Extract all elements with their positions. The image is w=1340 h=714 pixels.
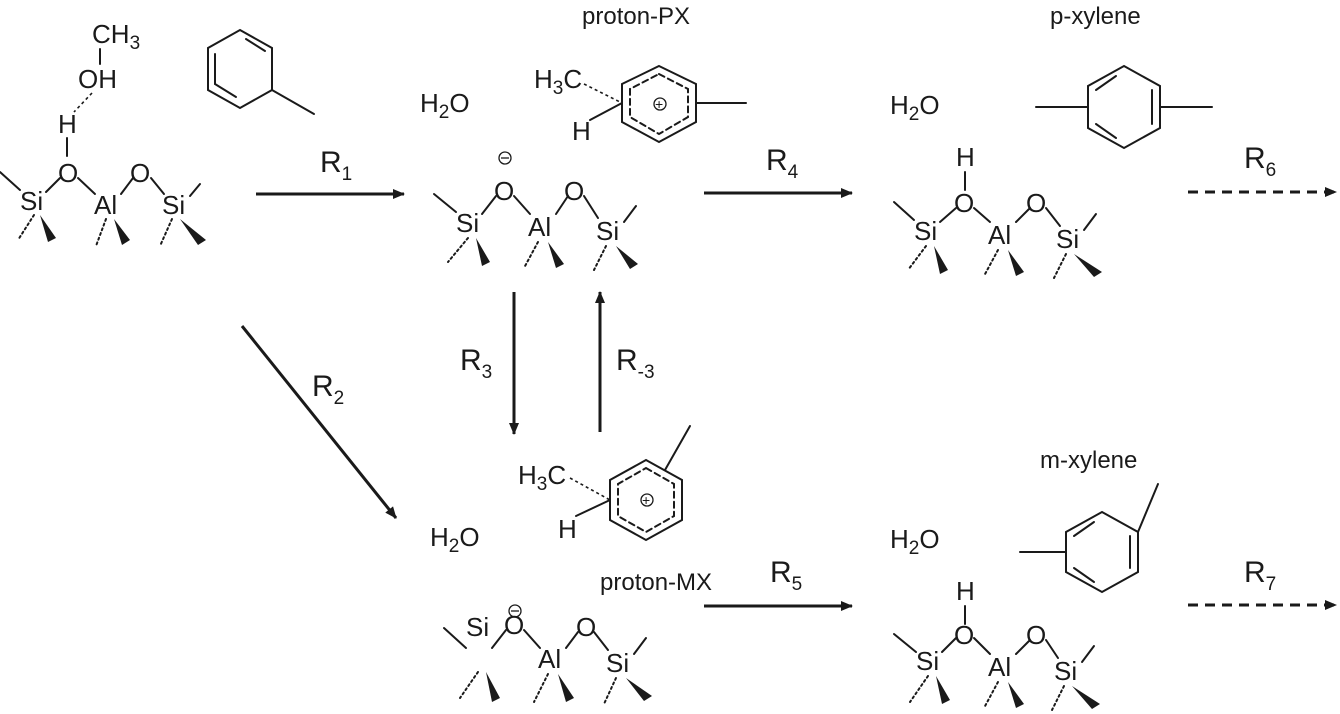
proton-mx-state: proton-MX H2O H3C H + Si O Al O Si	[430, 425, 712, 705]
zeolite-framework-5: H Si O Al O Si	[893, 576, 1100, 711]
proton-px-state: proton-PX H2O H3C H + Si O Al O Si	[420, 3, 747, 271]
framework-o: O	[564, 176, 584, 206]
framework-si: Si	[914, 216, 937, 246]
methanol-carbon: CH3	[92, 19, 140, 54]
framework-o: O	[954, 620, 974, 650]
framework-al: Al	[988, 652, 1011, 682]
framework-si: Si	[1054, 656, 1077, 686]
hydrogen-bond	[73, 92, 93, 113]
reaction-label-r5: R5	[770, 556, 802, 595]
reaction-label-r3: R3	[460, 344, 492, 383]
water-molecule: H2O	[890, 90, 940, 125]
framework-o: O	[130, 158, 150, 188]
framework-hydrogen: H	[956, 142, 975, 172]
framework-o: O	[504, 610, 524, 640]
proton-mx-hydrogen: H	[558, 514, 577, 544]
proton-px-methyl: H3C	[534, 64, 582, 99]
framework-al: Al	[94, 190, 117, 220]
framework-o: O	[1026, 620, 1046, 650]
framework-al: Al	[528, 212, 551, 242]
arrow-r2	[240, 325, 398, 519]
proton-mx-name: proton-MX	[600, 569, 712, 596]
reaction-arrows	[240, 187, 1337, 611]
reaction-label-r-3: R-3	[616, 344, 655, 383]
methanol-oxygen: OH	[78, 64, 117, 94]
initial-state: CH3 OH H Si O Al O Si	[0, 19, 315, 247]
framework-hydrogen: H	[58, 109, 77, 139]
protonated-ring-px: +	[583, 64, 747, 144]
p-xylene-name: p-xylene	[1050, 3, 1141, 30]
reaction-label-r6: R6	[1244, 142, 1276, 181]
framework-si: Si	[162, 190, 185, 220]
framework-si: Si	[596, 216, 619, 246]
zeolite-framework-2: Si O Al O Si	[433, 151, 638, 271]
framework-o: O	[494, 176, 514, 206]
framework-o: O	[954, 188, 974, 218]
framework-si: Si	[466, 612, 489, 642]
water-molecule: H2O	[430, 522, 480, 557]
water-molecule: H2O	[890, 524, 940, 559]
reaction-label-r7: R7	[1244, 556, 1276, 595]
m-xylene-name: m-xylene	[1040, 447, 1137, 474]
framework-si: Si	[456, 208, 479, 238]
water-molecule: H2O	[420, 88, 470, 123]
framework-al: Al	[538, 644, 561, 674]
proton-px-name: proton-PX	[582, 3, 690, 30]
reaction-label-r1: R1	[320, 146, 352, 185]
framework-al: Al	[988, 220, 1011, 250]
positive-charge-icon: +	[655, 96, 663, 112]
zeolite-framework-4: Si O Al O Si	[443, 604, 652, 705]
reaction-label-r4: R4	[766, 144, 799, 183]
m-xylene-state: m-xylene H2O H Si O Al O Si	[890, 447, 1159, 711]
proton-px-hydrogen: H	[572, 116, 591, 146]
reaction-label-r2: R2	[312, 370, 344, 409]
zeolite-framework-1: H Si O Al O Si	[0, 109, 206, 247]
p-xylene-state: p-xylene H2O H Si O Al O Si	[890, 3, 1213, 279]
framework-o: O	[576, 612, 596, 642]
zeolite-framework-3: H Si O Al O Si	[893, 142, 1102, 279]
protonated-ring-mx: +	[569, 425, 691, 542]
framework-si: Si	[20, 186, 43, 216]
framework-si: Si	[916, 646, 939, 676]
toluene-molecule	[207, 28, 315, 115]
framework-hydrogen: H	[956, 576, 975, 606]
p-xylene-molecule	[1035, 64, 1213, 150]
m-xylene-molecule	[1019, 483, 1159, 594]
framework-si: Si	[1056, 224, 1079, 254]
positive-charge-icon: +	[642, 492, 650, 508]
framework-o: O	[1026, 188, 1046, 218]
framework-si: Si	[606, 648, 629, 678]
reaction-labels: R1 R2 R3 R-3 R4 R5 R6 R7	[312, 142, 1276, 595]
proton-mx-methyl: H3C	[518, 460, 566, 495]
framework-o: O	[58, 158, 78, 188]
